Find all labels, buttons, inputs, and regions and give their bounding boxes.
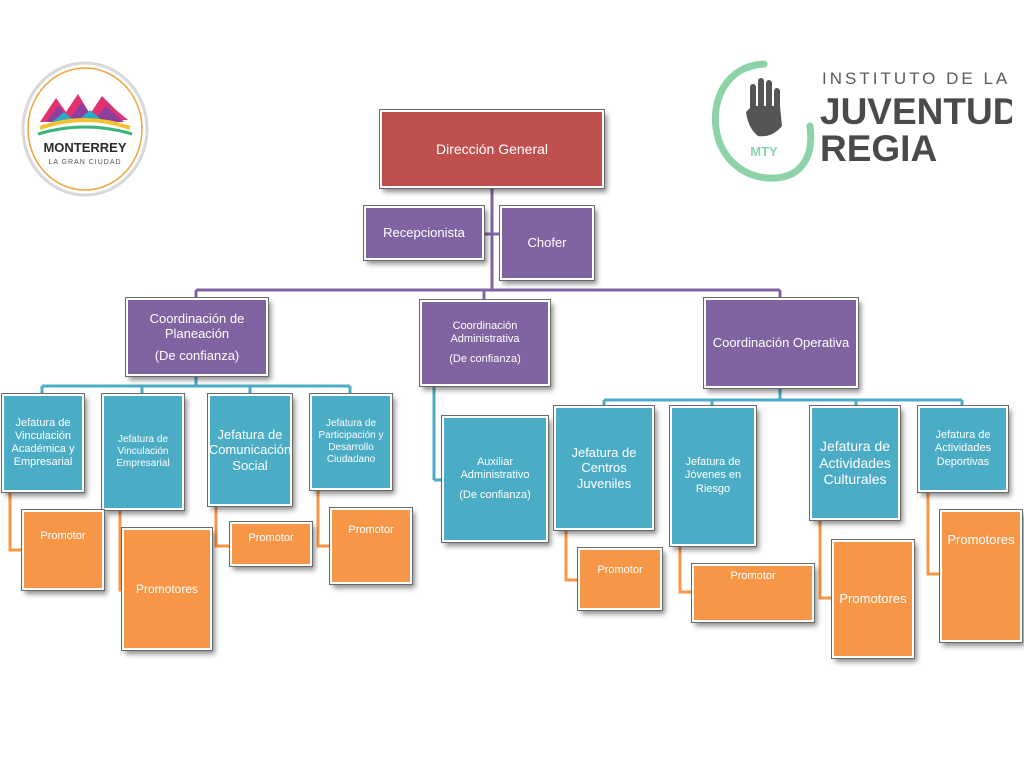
coordinacion-operativa-box: Coordinación Operativa bbox=[703, 297, 859, 389]
auxiliar-administrativo-note: (De confianza) bbox=[459, 488, 531, 501]
promotor-box-1: Promotor bbox=[21, 509, 105, 591]
promotor-box-3: Promotor bbox=[229, 521, 313, 567]
coordinacion-planeacion-label: Coordinación de Planeación bbox=[149, 310, 245, 342]
jefatura-centros-juveniles-box: Jefatura de Centros Juveniles bbox=[553, 405, 655, 531]
monterrey-tagline: LA GRAN CIUDAD bbox=[48, 159, 121, 166]
jefatura-vinculacion-empresarial-label: Jefatura de Vinculación Empresarial bbox=[116, 434, 170, 469]
instituto-juventud-logo: MTY INSTITUTO DE LA JUVENTUD REGIA bbox=[706, 56, 1019, 186]
coordinacion-administrativa-note: (De confianza) bbox=[449, 352, 521, 365]
promotores-box-7: Promotores bbox=[831, 539, 915, 659]
promotor-label-6: Promotor bbox=[730, 570, 776, 582]
auxiliar-administrativo-label: Auxiliar Administrativo bbox=[460, 456, 530, 482]
coordinacion-administrativa-box: Coordinación Administrativa (De confianz… bbox=[419, 299, 551, 387]
mty-badge: MTY bbox=[750, 144, 778, 159]
jefatura-jovenes-riesgo-box: Jefatura de Jóvenes en Riesgo bbox=[669, 405, 757, 547]
jefatura-vinculacion-empresarial-box: Jefatura de Vinculación Empresarial bbox=[101, 393, 185, 511]
coordinacion-administrativa-label: Coordinación Administrativa bbox=[450, 320, 520, 346]
promotor-label-3: Promotor bbox=[248, 532, 294, 544]
hand-icon bbox=[746, 78, 782, 137]
promotor-box-4: Promotor bbox=[329, 507, 413, 585]
recepcionista-box: Recepcionista bbox=[363, 205, 485, 261]
promotores-box-2: Promotores bbox=[121, 527, 213, 651]
jefatura-comunicacion-social-box: Jefatura de Comunicación Social bbox=[207, 393, 293, 507]
jefatura-participacion-box: Jefatura de Participación y Desarrollo C… bbox=[309, 393, 393, 491]
promotores-label-7: Promotores bbox=[839, 591, 907, 607]
jefatura-vinculacion-academica-label: Jefatura de Vinculación Académica y Empr… bbox=[11, 416, 75, 469]
jefatura-actividades-culturales-label: Jefatura de Actividades Culturales bbox=[819, 437, 891, 488]
auxiliar-administrativo-box: Auxiliar Administrativo (De confianza) bbox=[441, 415, 549, 543]
promotor-label-4: Promotor bbox=[348, 524, 394, 536]
monterrey-name: MONTERREY bbox=[43, 140, 126, 155]
jefatura-participacion-label: Jefatura de Participación y Desarrollo C… bbox=[318, 418, 384, 465]
jefatura-actividades-culturales-box: Jefatura de Actividades Culturales bbox=[809, 405, 901, 521]
direccion-general-label: Dirección General bbox=[435, 140, 549, 157]
jefatura-vinculacion-academica-box: Jefatura de Vinculación Académica y Empr… bbox=[1, 393, 85, 493]
promotor-box-6: Promotor bbox=[691, 563, 815, 623]
jefatura-centros-juveniles-label: Jefatura de Centros Juveniles bbox=[571, 444, 637, 491]
promotores-box-8: Promotores bbox=[939, 509, 1023, 643]
promotor-box-5: Promotor bbox=[577, 547, 663, 611]
instituto-line1: INSTITUTO DE LA bbox=[822, 69, 1010, 88]
jefatura-actividades-deportivas-label: Jefatura de Actividades Deportivas bbox=[934, 429, 992, 468]
promotores-label-2: Promotores bbox=[135, 581, 199, 596]
coordinacion-planeacion-note: (De confianza) bbox=[154, 347, 240, 363]
jefatura-comunicacion-social-label: Jefatura de Comunicación Social bbox=[208, 426, 292, 473]
chofer-box: Chofer bbox=[499, 205, 595, 281]
jefatura-jovenes-riesgo-label: Jefatura de Jóvenes en Riesgo bbox=[684, 456, 742, 495]
coordinacion-planeacion-box: Coordinación de Planeación (De confianza… bbox=[125, 297, 269, 377]
instituto-line2: JUVENTUD bbox=[820, 91, 1012, 132]
promotor-label-1: Promotor bbox=[40, 530, 86, 542]
direccion-general-box: Dirección General bbox=[379, 109, 605, 189]
promotores-label-8: Promotores bbox=[947, 532, 1015, 547]
instituto-line3: REGIA bbox=[820, 128, 937, 169]
monterrey-logo: MONTERREY LA GRAN CIUDAD bbox=[20, 60, 150, 198]
recepcionista-label: Recepcionista bbox=[383, 225, 465, 241]
coordinacion-operativa-label: Coordinación Operativa bbox=[712, 335, 850, 351]
promotor-label-5: Promotor bbox=[597, 564, 643, 576]
chofer-label: Chofer bbox=[527, 235, 567, 251]
jefatura-actividades-deportivas-box: Jefatura de Actividades Deportivas bbox=[917, 405, 1009, 493]
